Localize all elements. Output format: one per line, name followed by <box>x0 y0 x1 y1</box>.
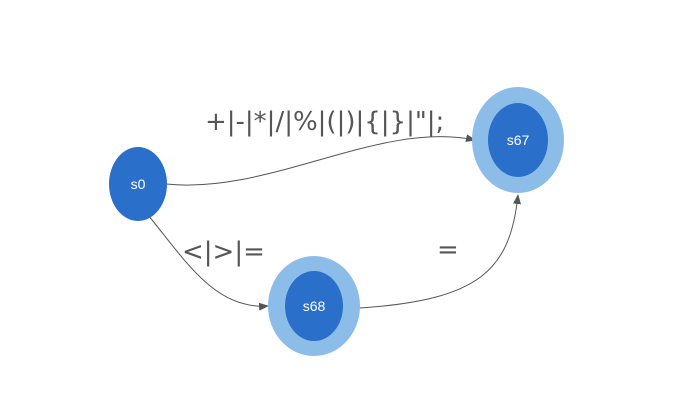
edge-s68-s67 <box>359 194 522 309</box>
state-s68[interactable]: s68 <box>268 256 360 356</box>
edge-label-s0-s67: +|-|*|/|%|(|)|{|}|"|; <box>205 107 444 137</box>
state-s0-label: s0 <box>131 176 146 192</box>
state-s67-label: s67 <box>507 132 530 148</box>
state-s67-body <box>488 103 548 177</box>
edge-label-s68-s67: = <box>437 235 459 265</box>
state-s67[interactable]: s67 <box>472 87 564 193</box>
state-s0-body <box>109 147 167 221</box>
state-s68-label: s68 <box>303 298 326 314</box>
edge-s0-s68 <box>147 214 269 311</box>
edge-s0-s67 <box>165 134 476 186</box>
edge-label-s0-s68: <|>|= <box>182 237 265 267</box>
state-s0[interactable]: s0 <box>109 147 167 221</box>
state-s68-body <box>285 271 343 341</box>
